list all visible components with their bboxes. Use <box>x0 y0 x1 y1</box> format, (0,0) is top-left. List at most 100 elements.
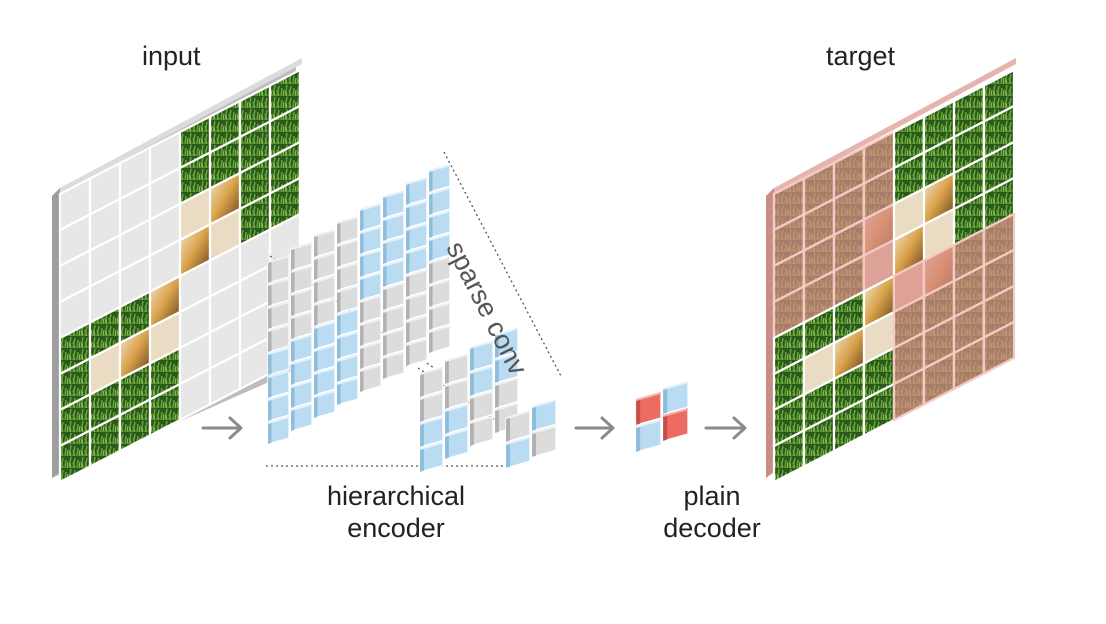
encoder-layer-2 <box>419 327 519 473</box>
cube-edge <box>419 416 444 425</box>
plain-decoder-block <box>635 381 689 453</box>
cube-edge <box>505 410 531 419</box>
cube-edge <box>290 242 313 250</box>
cube-edge <box>267 255 290 263</box>
cube-edge <box>469 340 494 349</box>
cube-edge <box>428 256 451 264</box>
cube-edge <box>405 223 428 231</box>
cube-side <box>268 329 272 352</box>
cube-edge <box>359 341 382 349</box>
decoder-label: plain decoder <box>642 480 782 545</box>
cube-edge <box>405 177 428 185</box>
cube-edge <box>382 190 405 198</box>
cube-edge <box>469 390 494 399</box>
cube-edge <box>428 279 451 287</box>
cube-side <box>636 425 641 452</box>
decoder-label-line-2: decoder <box>663 513 761 544</box>
arrow-right-icon <box>574 416 615 440</box>
cube-side <box>663 387 668 414</box>
cube-side <box>383 333 387 356</box>
cube-edge <box>336 262 359 270</box>
cube-side <box>337 290 341 313</box>
cube-edge <box>444 378 469 387</box>
decoder-label-line-1: plain <box>683 481 741 511</box>
cube-side <box>383 310 387 333</box>
cube-side <box>470 346 474 371</box>
cube-edge <box>382 259 405 267</box>
cube-edge <box>531 399 557 408</box>
cube-side <box>470 421 474 446</box>
cube-edge <box>444 353 469 362</box>
cube-edge <box>494 352 519 361</box>
cube-side <box>337 267 341 290</box>
cube-side <box>383 287 387 310</box>
cube-side <box>291 408 295 431</box>
cube-side <box>406 205 410 228</box>
cube-side <box>360 300 364 323</box>
cube-edge <box>290 311 313 319</box>
cube-edge <box>336 377 359 385</box>
cube-side <box>506 416 511 442</box>
cube-edge <box>405 338 428 346</box>
cube-edge <box>313 298 336 306</box>
cube-side <box>360 231 364 254</box>
cube-side <box>314 326 318 349</box>
cube-edge <box>336 239 359 247</box>
cube-side <box>495 333 499 358</box>
cube-edge <box>382 236 405 244</box>
cube-edge <box>267 324 290 332</box>
cube-edge <box>336 331 359 339</box>
cube-side <box>268 398 272 421</box>
encoder-label-line-1: hierarchical <box>326 481 466 511</box>
cube-side <box>429 238 433 261</box>
cube-side <box>383 264 387 287</box>
cube-edge <box>428 187 451 195</box>
cube-edge <box>336 216 359 224</box>
cube-side <box>383 218 387 241</box>
cube-side <box>406 320 410 343</box>
cube-side <box>445 409 449 434</box>
cube-side <box>360 323 364 346</box>
cube-side <box>429 330 433 353</box>
cube-side <box>360 277 364 300</box>
cube-side <box>420 397 424 422</box>
cube-edge <box>313 390 336 398</box>
cube-edge <box>267 301 290 309</box>
cube-edge <box>382 282 405 290</box>
cube-side <box>420 447 424 472</box>
cube-side <box>291 316 295 339</box>
cube-side <box>406 297 410 320</box>
cube-edge <box>444 403 469 412</box>
cube-edge <box>428 302 451 310</box>
cube-edge <box>290 265 313 273</box>
cube-edge <box>531 425 557 434</box>
cube-side <box>337 336 341 359</box>
cube-side <box>429 307 433 330</box>
cube-side <box>314 349 318 372</box>
cube-edge <box>382 328 405 336</box>
cube-edge <box>662 408 689 417</box>
cube-side <box>268 283 272 306</box>
cube-edge <box>359 203 382 211</box>
cube-side <box>406 343 410 366</box>
cube-side <box>337 313 341 336</box>
cube-edge <box>290 403 313 411</box>
cube-edge <box>359 226 382 234</box>
cube-edge <box>267 347 290 355</box>
cube-edge <box>290 380 313 388</box>
cube-side <box>406 251 410 274</box>
cube-edge <box>428 233 451 241</box>
cube-edge <box>428 164 451 172</box>
cube-side <box>420 372 424 397</box>
cube-side <box>314 257 318 280</box>
cube-side <box>291 293 295 316</box>
cube-edge <box>405 269 428 277</box>
cube-side <box>360 208 364 231</box>
cube-edge <box>290 357 313 365</box>
cube-side <box>268 260 272 283</box>
cube-edge <box>382 305 405 313</box>
arrow-right-icon <box>201 416 243 440</box>
cube-edge <box>336 285 359 293</box>
cube-side <box>506 442 511 468</box>
cube-side <box>314 372 318 395</box>
